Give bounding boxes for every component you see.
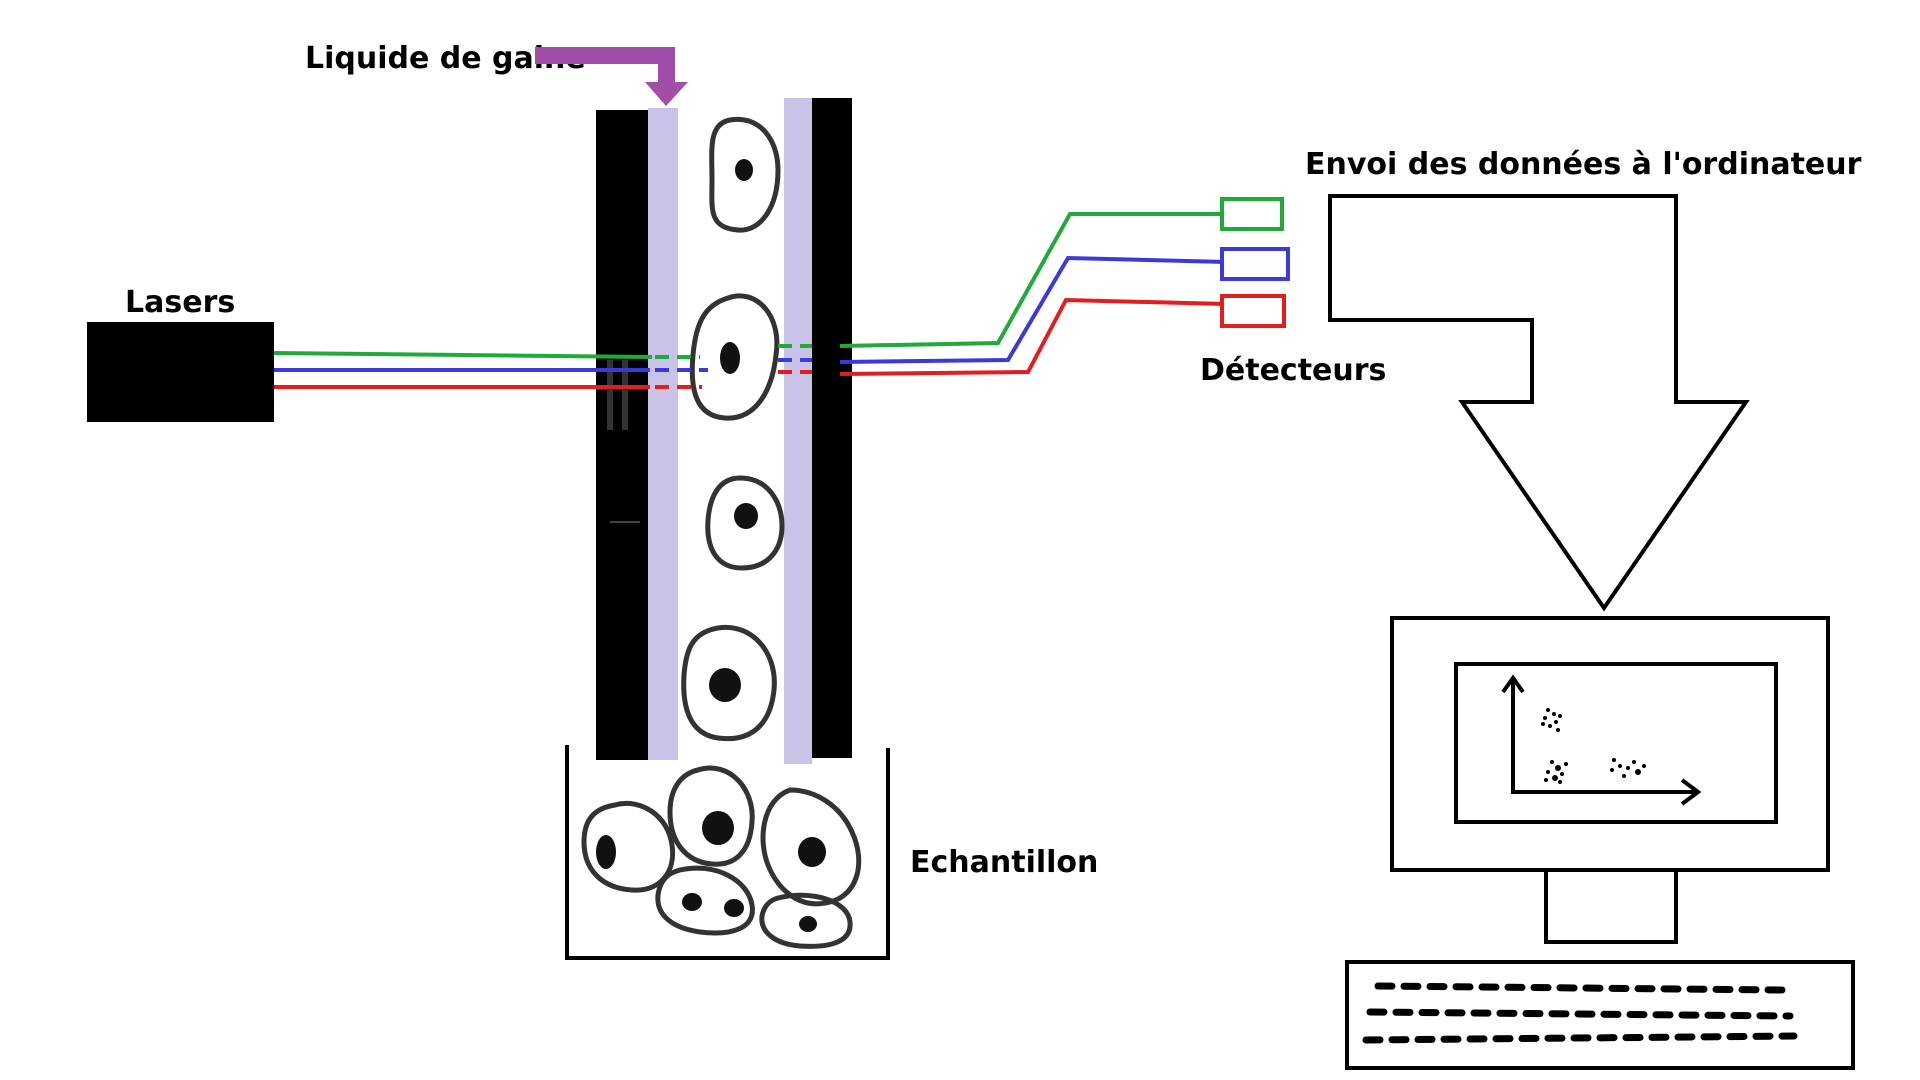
screen-scatter-plot <box>1501 674 1702 806</box>
sheath-arrow-head <box>645 82 688 106</box>
detectors-label: Détecteurs <box>1200 353 1386 388</box>
screen-x-axis-arrowhead <box>1680 778 1702 806</box>
sample-cell-4 <box>655 865 755 936</box>
sample-container <box>565 745 890 960</box>
sample-cell-4-nucleus <box>682 893 702 911</box>
detectors <box>1220 197 1290 328</box>
screen-y-axis <box>1511 678 1696 794</box>
sample-cell-1 <box>581 801 676 893</box>
data-transfer-arrow <box>1328 194 1750 612</box>
screen-cluster-3 <box>1610 758 1646 778</box>
signal-blue-path <box>839 255 1227 364</box>
sample-cell-1-nucleus <box>596 835 616 869</box>
sheath-stream-left <box>648 108 678 760</box>
sheath-arrow-vertical <box>658 47 675 85</box>
sheath-stream-right <box>784 98 812 764</box>
screen-cluster-1 <box>1541 708 1562 732</box>
sheath-arrow-horizontal <box>535 47 675 64</box>
keyboard-row-2 <box>1366 1008 1794 1020</box>
chamber-wall-right <box>812 98 852 758</box>
stream-cell-4-nucleus <box>709 668 741 702</box>
signal-red-path <box>839 297 1227 376</box>
sample-cell-5 <box>759 892 853 949</box>
chamber-detail-1 <box>607 360 613 430</box>
screen-cluster-2 <box>1544 760 1568 784</box>
stream-cell-1 <box>709 116 781 233</box>
stream-cell-3-nucleus <box>734 503 758 529</box>
stream-cell-2 <box>689 293 780 421</box>
flow-chamber <box>596 98 852 764</box>
computer-screen <box>1454 662 1778 824</box>
computer <box>1345 616 1855 1070</box>
chamber-wall-left <box>596 110 648 760</box>
sheath-fluid-arrow <box>535 47 688 106</box>
computer-stand <box>1544 868 1678 944</box>
stream-cell-1-nucleus <box>735 159 753 181</box>
stream-cell-3 <box>705 475 785 571</box>
sample-cell-2-nucleus <box>702 811 734 845</box>
sample-cell-4-nucleus-2 <box>724 899 744 917</box>
detector-green <box>1220 197 1284 231</box>
laser-green-beam <box>273 351 653 359</box>
signal-green-path <box>839 212 1220 348</box>
sample-cell-5-nucleus <box>799 916 817 932</box>
detector-red <box>1220 294 1286 328</box>
detector-blue <box>1220 247 1290 281</box>
laser-source <box>87 322 274 422</box>
screen-y-axis-arrowhead <box>1501 674 1525 694</box>
laser-beams <box>273 212 1227 389</box>
keyboard-keys <box>1362 982 1798 1044</box>
chamber-detail-2 <box>622 360 628 430</box>
keyboard-row-3 <box>1362 1032 1798 1044</box>
stream-cell-4 <box>681 625 777 742</box>
stream-cell-2-nucleus <box>720 342 740 374</box>
sample-label: Echantillon <box>910 845 1098 880</box>
sample-cell-3-nucleus <box>798 837 826 867</box>
lasers-label: Lasers <box>125 285 235 320</box>
data-transfer-label: Envoi des données à l'ordinateur <box>1305 147 1862 182</box>
keyboard-row-1 <box>1374 982 1786 994</box>
sample-beaker <box>565 745 890 960</box>
sample-cell-2 <box>667 765 755 867</box>
stream-cells <box>681 116 785 742</box>
